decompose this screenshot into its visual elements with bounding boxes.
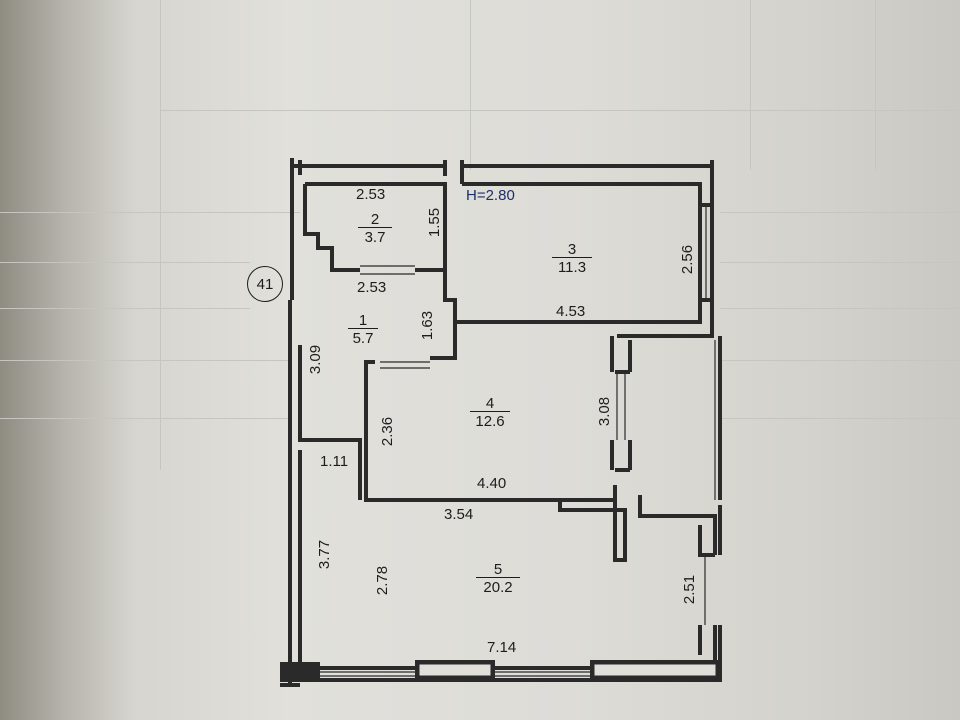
dimension-room2-width: 2.53 bbox=[356, 186, 386, 203]
faint-table-line bbox=[160, 0, 161, 470]
dimension-room5-depth-inner: 2.78 bbox=[374, 565, 392, 596]
dimension-room5-depth-left: 3.77 bbox=[316, 539, 334, 570]
dimension-room5-depth-right: 2.51 bbox=[681, 574, 699, 605]
wall-pier-inner bbox=[591, 661, 719, 679]
faint-table-line bbox=[875, 0, 876, 170]
room3-walls bbox=[430, 182, 702, 360]
dimension-room5-width-bottom: 7.14 bbox=[487, 639, 517, 656]
room5-area: 20.2 bbox=[476, 577, 520, 595]
room5-label: 5 20.2 bbox=[476, 562, 520, 595]
faint-table-line bbox=[0, 262, 250, 263]
dimension-passage-width: 1.11 bbox=[320, 453, 349, 470]
room3-right-window bbox=[617, 203, 714, 338]
faint-table-line bbox=[0, 308, 250, 309]
room1-area: 5.7 bbox=[348, 328, 378, 346]
dimension-room1-width: 2.53 bbox=[357, 279, 387, 296]
faint-table-line bbox=[720, 360, 960, 361]
dimension-room1-depth-right: 1.63 bbox=[419, 310, 437, 341]
dimension-room4-width: 4.40 bbox=[477, 475, 507, 492]
faint-table-line bbox=[0, 212, 300, 213]
faint-table-line bbox=[720, 418, 960, 419]
dimension-room3-width: 4.53 bbox=[556, 303, 586, 320]
room5-walls bbox=[298, 450, 717, 670]
room4-right-wall bbox=[615, 340, 632, 472]
faint-table-line bbox=[720, 308, 960, 309]
room1-number: 1 bbox=[358, 312, 368, 329]
room4-area: 12.6 bbox=[470, 411, 510, 429]
dimension-room1-depth-left: 3.09 bbox=[307, 344, 325, 375]
room5-right-wall bbox=[698, 525, 715, 655]
room4-label: 4 12.6 bbox=[470, 396, 510, 429]
wall-pier-inner bbox=[416, 661, 494, 679]
dimension-room2-depth: 1.55 bbox=[426, 207, 444, 238]
room2-number-text: 2 bbox=[370, 211, 380, 228]
apartment-number: 41 bbox=[256, 275, 274, 293]
corridor-passage bbox=[310, 438, 362, 500]
faint-table-line bbox=[470, 0, 471, 170]
dimension-room3-depth: 2.56 bbox=[679, 244, 697, 275]
faint-table-line bbox=[720, 262, 960, 263]
room2-walls bbox=[303, 182, 447, 272]
faint-table-line bbox=[0, 418, 290, 419]
outer-wall-top bbox=[290, 158, 714, 300]
wall-pier bbox=[280, 662, 320, 682]
faint-table-line bbox=[0, 360, 290, 361]
room2-area: 3.7 bbox=[358, 227, 392, 245]
ceiling-height-label: H=2.80 bbox=[466, 187, 515, 204]
room1-label: 1 5.7 bbox=[348, 313, 378, 346]
faint-table-line bbox=[160, 110, 960, 111]
room3-area: 11.3 bbox=[552, 257, 592, 275]
room2-label-fix: 2 3.7 bbox=[358, 212, 392, 245]
dimension-room4-depth-left: 2.36 bbox=[379, 416, 397, 447]
faint-table-line bbox=[750, 0, 751, 170]
room4-walls bbox=[364, 336, 617, 502]
room3-number: 3 bbox=[567, 241, 577, 258]
room3-label: 3 11.3 bbox=[552, 242, 592, 275]
faint-table-line bbox=[720, 212, 960, 213]
outer-wall-top-inner bbox=[298, 160, 714, 184]
room4-number: 4 bbox=[485, 395, 495, 412]
room5-number: 5 bbox=[493, 561, 503, 578]
dimension-room4-depth-right: 3.08 bbox=[596, 396, 614, 427]
dimension-room5-width-top: 3.54 bbox=[444, 506, 474, 523]
apartment-number-badge: 41 bbox=[247, 266, 283, 302]
corridor-left-wall bbox=[280, 300, 310, 687]
